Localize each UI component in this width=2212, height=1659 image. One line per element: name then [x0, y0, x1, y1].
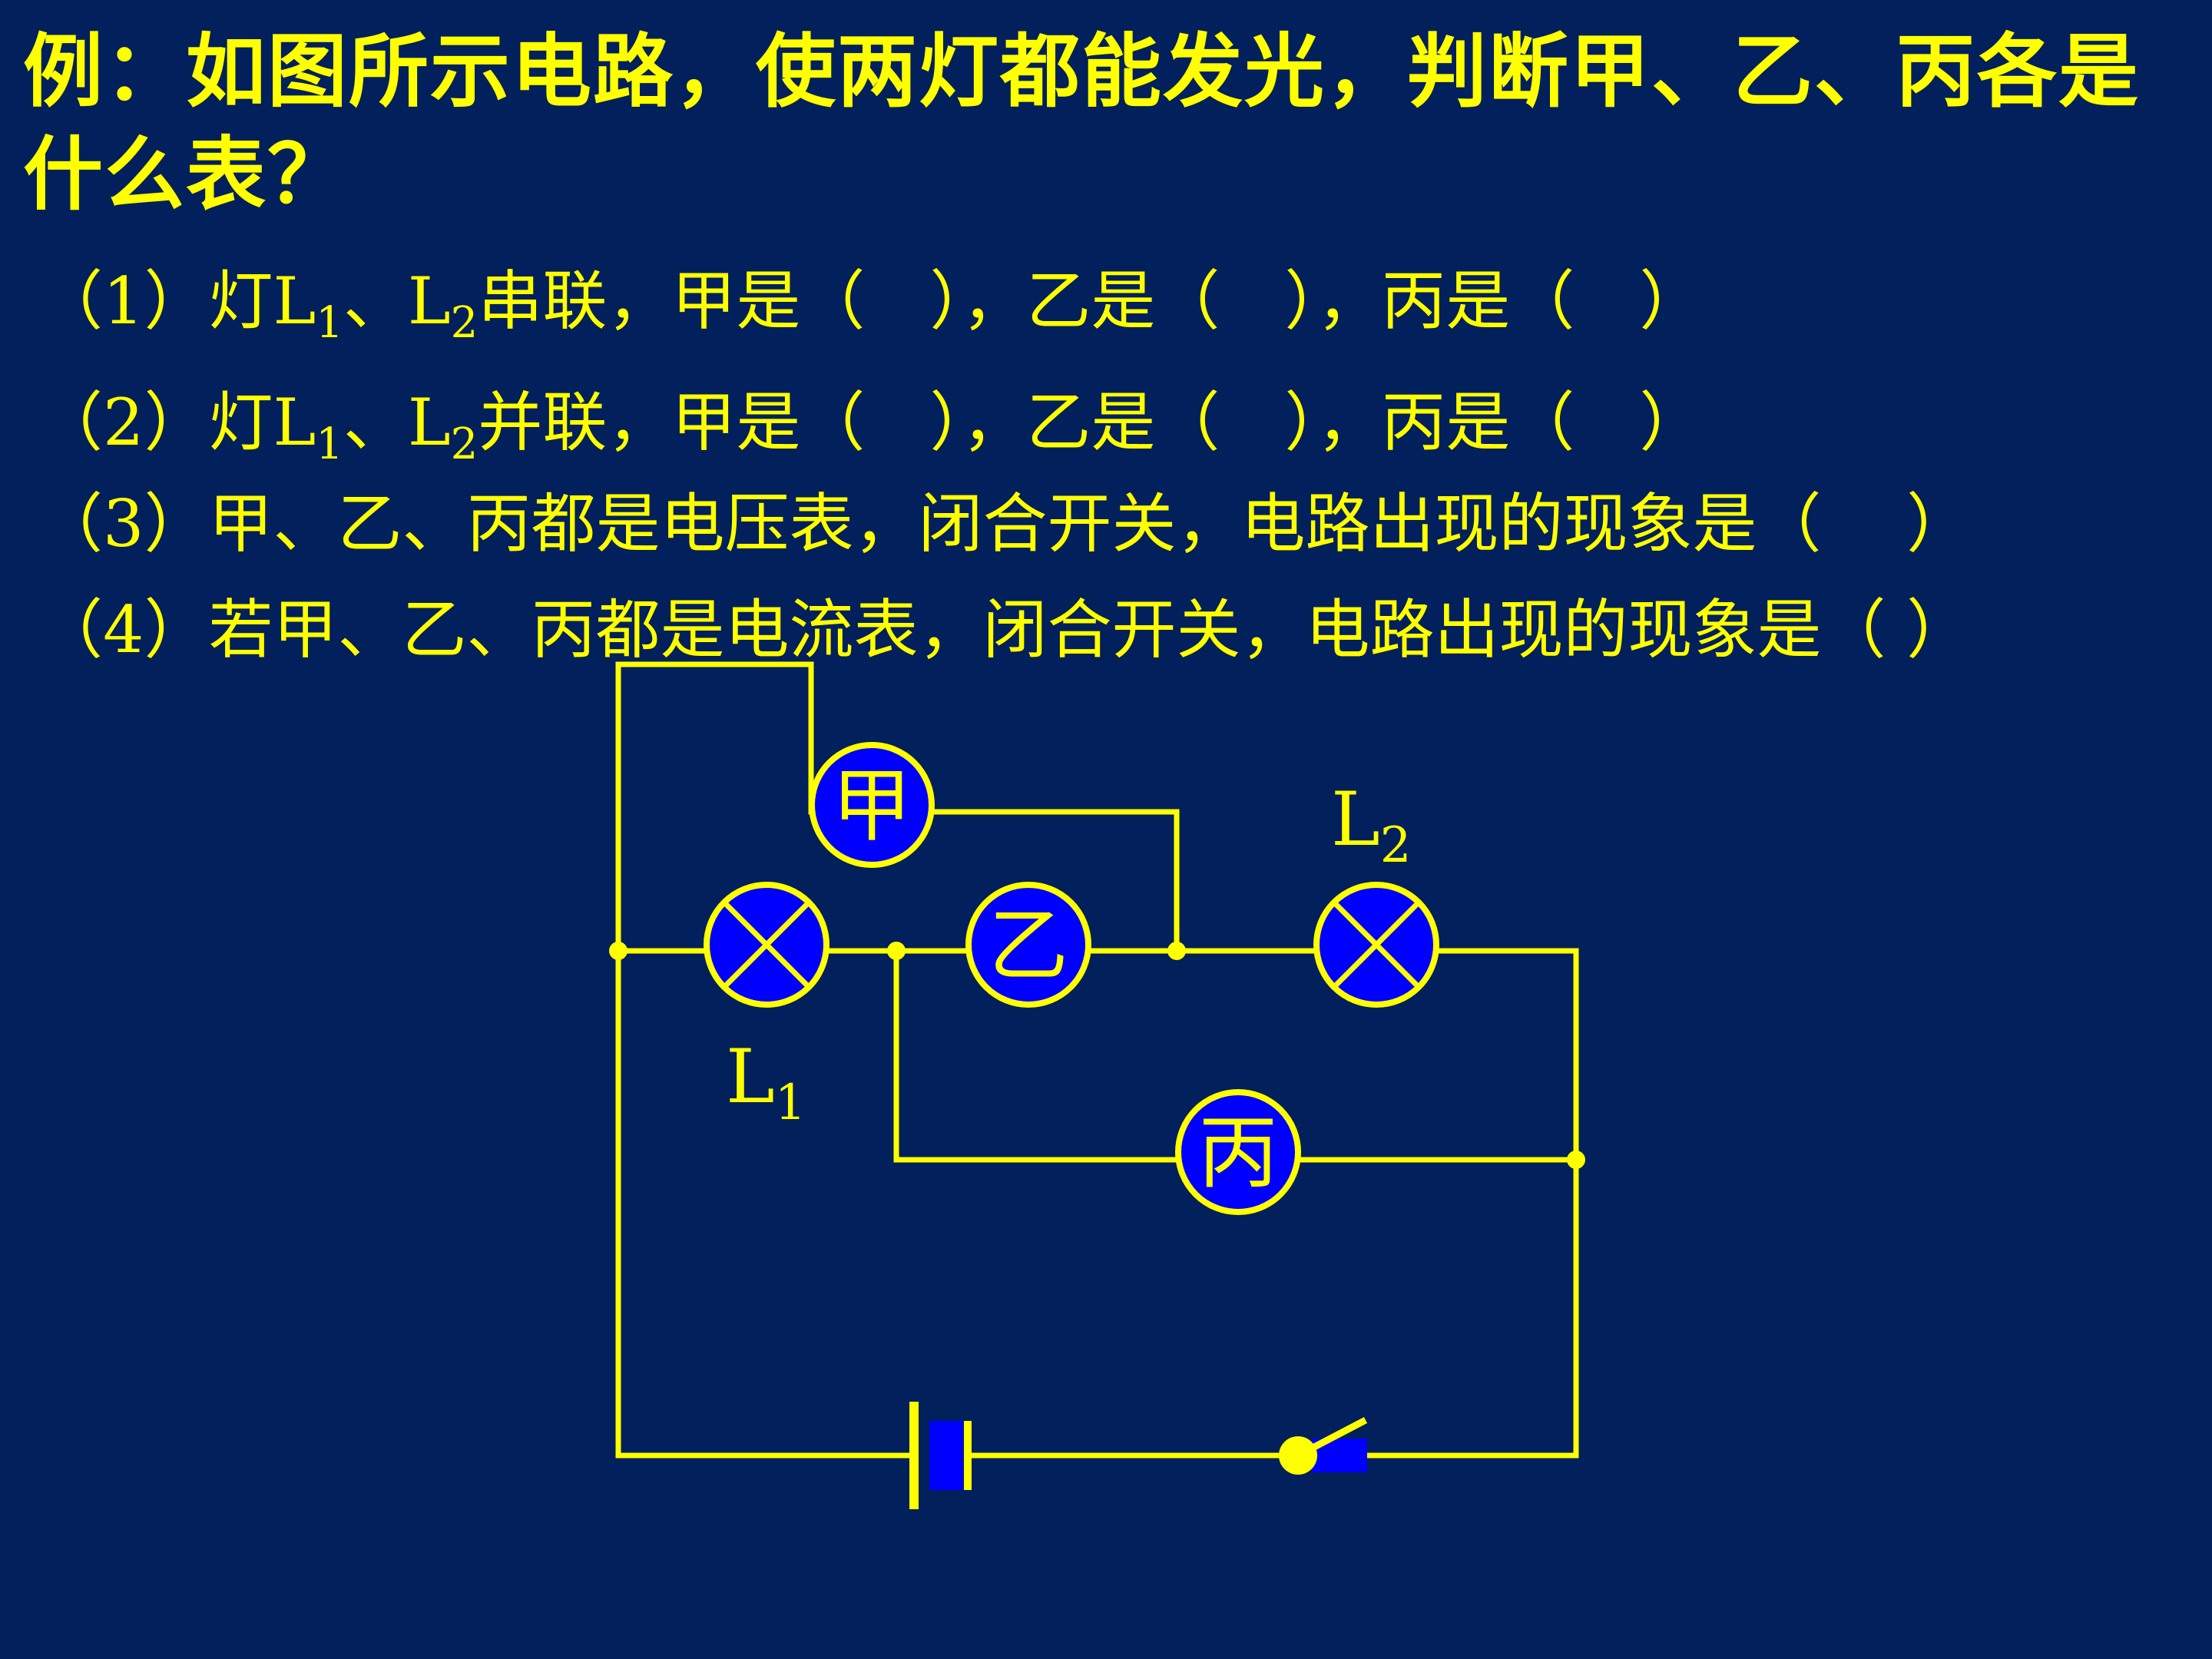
- question-4: （4）若甲、乙、丙都是电流表，闭合开关，电路出现的现象是（ ）: [38, 592, 1972, 667]
- lamp-l2-label: L2: [1331, 777, 1411, 874]
- lamp-l1: L1: [704, 882, 830, 1131]
- q1-pre: （1）灯L: [38, 263, 316, 339]
- meter-bing-ring: [1175, 1089, 1301, 1215]
- question-1: （1）灯L1、L2串联，甲是（ ），乙是（ ），丙是（ ）: [38, 263, 1704, 345]
- q2-sub-b: 2: [450, 419, 478, 469]
- q1-sub-b: 2: [450, 298, 478, 348]
- lamp-l1-label: L1: [726, 1034, 806, 1131]
- lamp-l2: L2: [1313, 777, 1439, 1008]
- q2-sub-a: 1: [316, 419, 343, 469]
- junction-middle: [887, 942, 906, 960]
- meter-jia: 甲: [809, 742, 935, 868]
- switch-pivot: [1279, 1436, 1317, 1475]
- junction-right: [1567, 1151, 1585, 1169]
- meter-yi-ring: [965, 882, 1091, 1008]
- meter-jia-label: 甲: [832, 759, 912, 853]
- q1-post: 串联，甲是（ ），乙是（ ），丙是（ ）: [478, 263, 1704, 339]
- battery-short-plate: [929, 1421, 963, 1490]
- q2-mid: 、L: [343, 385, 451, 460]
- meter-bing-label: 丙: [1198, 1106, 1278, 1200]
- q2-post: 并联，甲是（ ），乙是（ ），丙是（ ）: [478, 385, 1704, 460]
- meter-bing: 丙: [1175, 1089, 1301, 1215]
- switch-icon: [1279, 1417, 1368, 1475]
- lamp-l2-sub: 2: [1380, 817, 1412, 874]
- q1-mid: 、L: [343, 263, 451, 339]
- q2-pre: （2）灯L: [38, 385, 316, 460]
- wire-bing-branch: [893, 948, 1182, 1163]
- q1-sub-a: 1: [316, 298, 343, 348]
- junction-left: [609, 942, 628, 960]
- question-title: 例：如图所示电路，使两灯都能发光，判断甲、乙、丙各是什么表？: [23, 24, 2141, 221]
- wire-left-bottom: [615, 948, 917, 1459]
- battery-icon: [909, 1402, 972, 1509]
- lamp-l1-letter: L: [726, 1034, 775, 1120]
- wire-right-side: [1364, 948, 1579, 1459]
- lamp-l1-cross-b: [722, 900, 811, 989]
- lamp-l2-letter: L: [1331, 777, 1380, 863]
- meter-yi: 乙: [965, 882, 1091, 1008]
- lamp-l2-cross-b: [1332, 900, 1421, 989]
- junction-top-right: [1167, 942, 1186, 960]
- lamp-l1-sub: 1: [775, 1075, 806, 1131]
- question-3: （3）甲、乙、丙都是电压表，闭合开关，电路出现的现象是（ ）: [38, 486, 1972, 561]
- meter-jia-ring: [809, 742, 935, 868]
- question-2: （2）灯L1、L2并联，甲是（ ），乙是（ ），丙是（ ）: [38, 384, 1704, 466]
- meter-yi-label: 乙: [988, 899, 1068, 992]
